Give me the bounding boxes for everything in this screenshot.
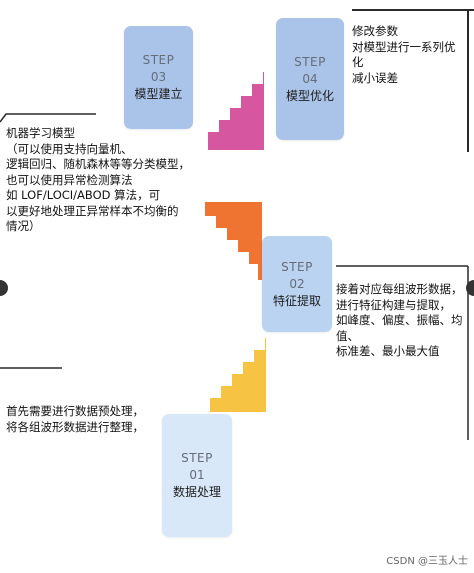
step-label: STEP [294, 54, 326, 69]
step-01-card: STEP 01 数据处理 [162, 414, 232, 537]
step-03-card: STEP 03 模型建立 [124, 26, 193, 129]
dot-right [466, 280, 474, 296]
step-title: 特征提取 [272, 293, 321, 308]
step-04-card: STEP 04 模型优化 [276, 18, 344, 140]
step-02-card: STEP 02 特征提取 [262, 236, 332, 332]
step-label: STEP [181, 451, 213, 465]
step-01-description: 首先需要进行数据预处理， 将各组波形数据进行整理， [6, 404, 144, 434]
stair-connector-03-04 [208, 72, 264, 150]
dot-left [0, 280, 8, 296]
step-title: 模型优化 [285, 88, 334, 103]
bracket-top-right [352, 9, 474, 152]
stair-connector-01-02 [210, 338, 266, 412]
watermark: CSDN @三玉人士 [386, 556, 468, 567]
step-title: 模型建立 [134, 87, 183, 101]
bracket-right-middle [336, 265, 469, 440]
step-number: 02 [289, 276, 305, 291]
step-04-description: 修改参数 对模型进行一系列优 化 减小误差 [352, 24, 456, 85]
step-label: STEP [281, 259, 313, 274]
step-number: 04 [302, 71, 318, 86]
step-02-description: 接着对应每组波形数据， 进行特征构建与提取， 如峰度、偏度、振幅、均值、 标准差… [336, 282, 463, 358]
step-label: STEP [142, 53, 175, 67]
step-number: 03 [150, 70, 167, 84]
step-number: 01 [189, 468, 205, 482]
step-03-description: 机器学习模型 （可以使用支持向量机、 逻辑回归、随机森林等等分类模型， 也可以使… [6, 126, 190, 233]
step-title: 数据处理 [172, 485, 221, 499]
bracket-left [0, 113, 96, 123]
stair-connector-03-02 [205, 202, 262, 280]
